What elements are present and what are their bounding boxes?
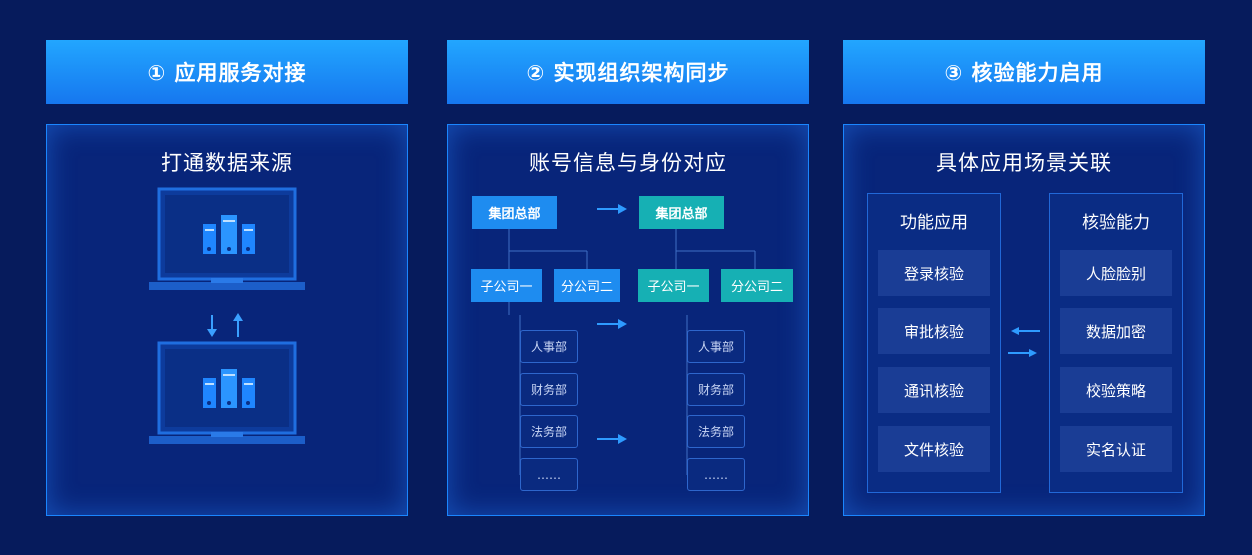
function-item: 通讯核验 bbox=[878, 367, 990, 413]
dept-node: 法务部 bbox=[520, 415, 578, 448]
dept-node: 财务部 bbox=[520, 373, 578, 406]
dept-node: 财务部 bbox=[687, 373, 745, 406]
exchange-arrows bbox=[1008, 327, 1040, 357]
verify-item: 校验策略 bbox=[1060, 367, 1172, 413]
step-2-panel: 账号信息与身份对应 bbox=[447, 124, 809, 516]
step-2-panel-title: 账号信息与身份对应 bbox=[529, 151, 727, 175]
verify-item: 人脸脸别 bbox=[1060, 250, 1172, 296]
dept-node: 法务部 bbox=[687, 415, 745, 448]
step-2-header: ② 实现组织架构同步 bbox=[447, 40, 809, 104]
function-item: 审批核验 bbox=[878, 308, 990, 354]
laptop-server-icon-top bbox=[149, 187, 305, 290]
sync-arrows-icon bbox=[207, 313, 243, 337]
sub1-node-target: 子公司一 bbox=[638, 269, 709, 302]
step-3-column: ③ 核验能力启用 具体应用场景关联 功能应用 登录核验 审批核验 通讯核验 文件… bbox=[843, 40, 1205, 516]
arrow-right-icon bbox=[1008, 349, 1037, 357]
org-connectors bbox=[508, 204, 756, 475]
flow-arrow-icon bbox=[597, 204, 627, 214]
function-app-column: 功能应用 登录核验 审批核验 通讯核验 文件核验 bbox=[867, 193, 1001, 493]
step-1-panel: 打通数据来源 bbox=[46, 124, 408, 516]
verify-item: 实名认证 bbox=[1060, 426, 1172, 472]
arrow-left-icon bbox=[1011, 327, 1040, 335]
flow-arrow-icon bbox=[597, 434, 627, 444]
dept-node: …… bbox=[687, 458, 745, 491]
sub2-node-source: 分公司二 bbox=[554, 269, 620, 302]
dept-node: 人事部 bbox=[520, 330, 578, 363]
verify-capability-title: 核验能力 bbox=[1082, 213, 1150, 233]
flow-arrow-icon bbox=[597, 319, 627, 329]
verify-item: 数据加密 bbox=[1060, 308, 1172, 354]
function-app-title: 功能应用 bbox=[900, 213, 968, 233]
verify-capability-column: 核验能力 人脸脸别 数据加密 校验策略 实名认证 bbox=[1049, 193, 1183, 493]
function-item: 登录核验 bbox=[878, 250, 990, 296]
step-3-header: ③ 核验能力启用 bbox=[843, 40, 1205, 104]
step-1-column: ① 应用服务对接 打通数据来源 bbox=[46, 40, 408, 516]
step-2-column: ② 实现组织架构同步 账号信息与身份对应 bbox=[447, 40, 809, 516]
sub2-node-target: 分公司二 bbox=[721, 269, 793, 302]
step-3-panel-title: 具体应用场景关联 bbox=[936, 151, 1112, 175]
data-source-illustration bbox=[149, 187, 305, 444]
step-3-panel: 具体应用场景关联 功能应用 登录核验 审批核验 通讯核验 文件核验 核验能力 人… bbox=[843, 124, 1205, 516]
dept-node: 人事部 bbox=[687, 330, 745, 363]
sub1-node-source: 子公司一 bbox=[471, 269, 542, 302]
step-1-header: ① 应用服务对接 bbox=[46, 40, 408, 104]
laptop-server-icon-bottom bbox=[149, 341, 305, 444]
hq-node-source: 集团总部 bbox=[472, 196, 557, 229]
function-item: 文件核验 bbox=[878, 426, 990, 472]
step-1-panel-title: 打通数据来源 bbox=[161, 151, 293, 175]
dept-node: …… bbox=[520, 458, 578, 491]
hq-node-target: 集团总部 bbox=[639, 196, 724, 229]
